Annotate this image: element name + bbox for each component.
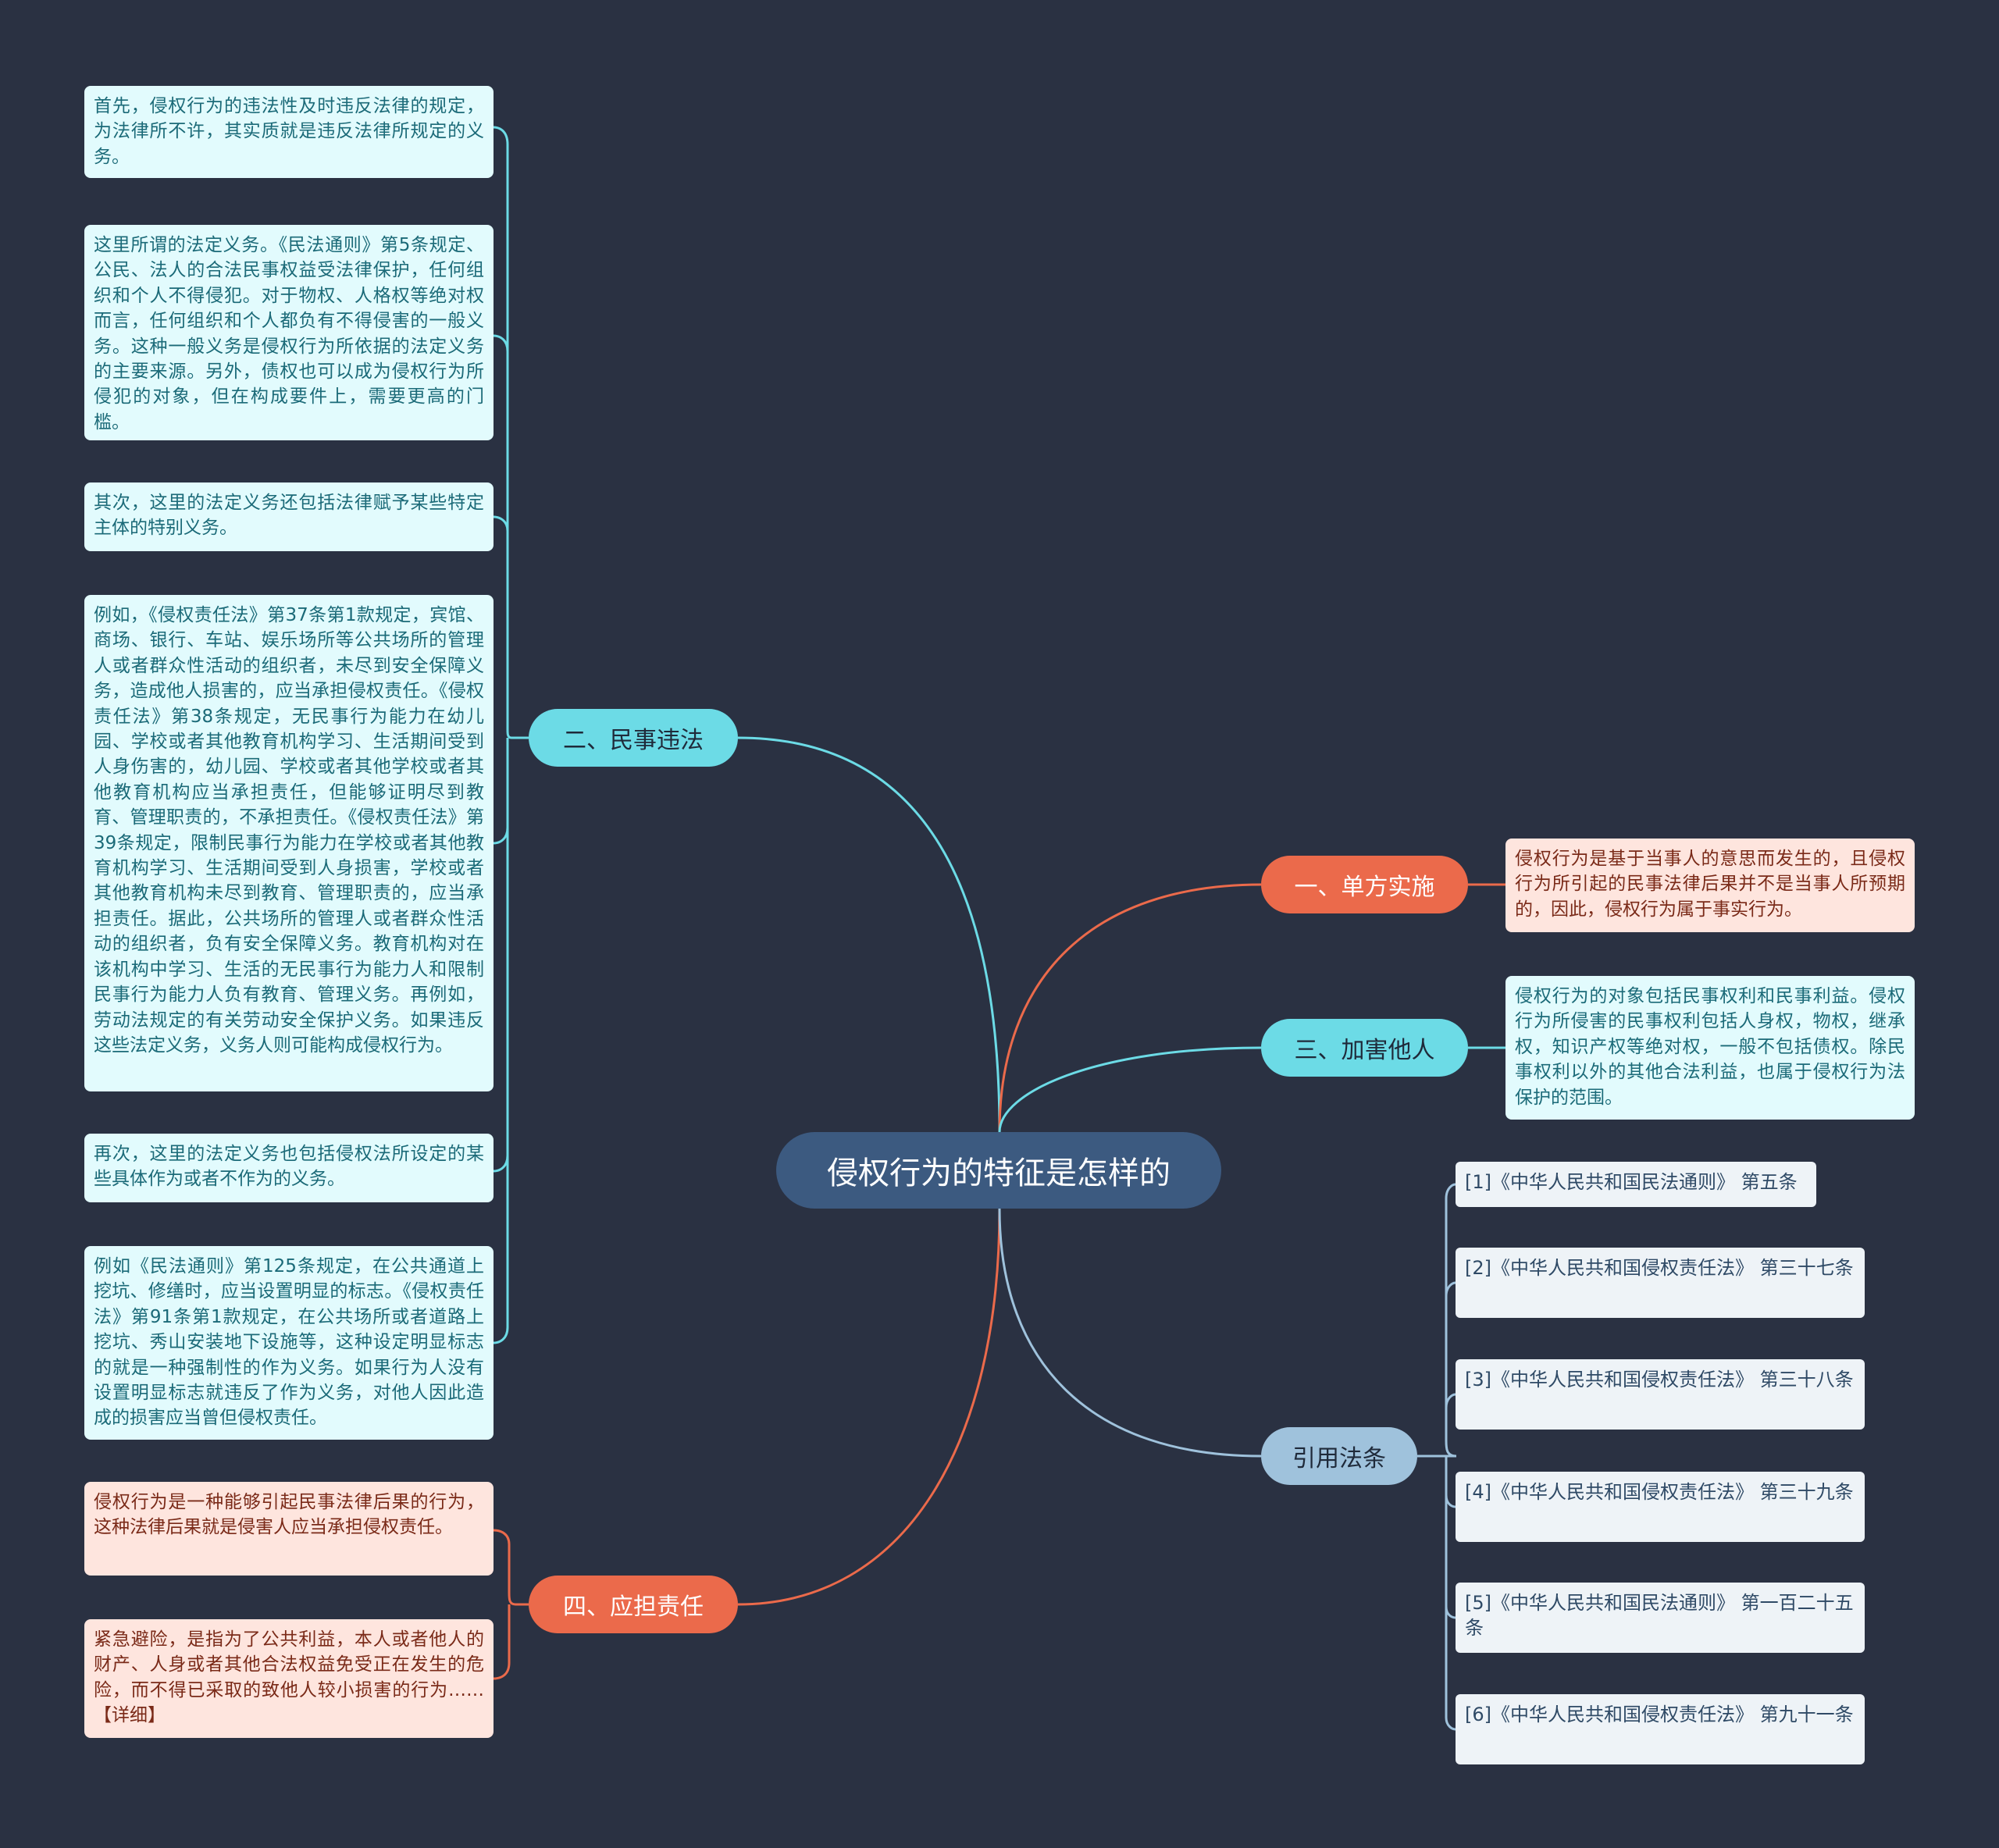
- reference-item-3[interactable]: [3]《中华人民共和国侵权责任法》 第三十八条: [1456, 1359, 1865, 1430]
- link-references: [998, 1208, 1262, 1458]
- link-leaf: [1445, 1393, 1456, 1440]
- reference-item-4[interactable]: [4]《中华人民共和国侵权责任法》 第三十九条: [1456, 1472, 1865, 1542]
- reference-item-5[interactable]: [5]《中华人民共和国民法通则》 第一百二十五条: [1456, 1583, 1865, 1653]
- leaf-harm-1[interactable]: 侵权行为的对象包括民事权利和民事利益。侵权行为所侵害的民事权利包括人身权，物权，…: [1505, 976, 1915, 1120]
- leaf-civil-3[interactable]: 其次，这里的法定义务还包括法律赋予某些特定主体的特别义务。: [84, 482, 494, 551]
- link-unilateral: [998, 883, 1262, 1133]
- branch-label: 二、民事违法: [563, 727, 704, 754]
- leaf-civil-5[interactable]: 再次，这里的法定义务也包括侵权法所设定的某些具体作为或者不作为的义务。: [84, 1134, 494, 1202]
- branch-label: 三、加害他人: [1294, 1037, 1435, 1064]
- branch-label: 四、应担责任: [563, 1593, 704, 1621]
- branch-civil-violation[interactable]: 二、民事违法: [529, 709, 738, 767]
- reference-item-6[interactable]: [6]《中华人民共和国侵权责任法》 第九十一条: [1456, 1694, 1865, 1764]
- leaf-liability-2[interactable]: 紧急避险，是指为了公共利益，本人或者他人的财产、人身或者其他合法权益免受正在发生…: [84, 1619, 494, 1738]
- link-leaf: [493, 515, 509, 730]
- leaf-civil-1[interactable]: 首先，侵权行为的违法性及时违反法律的规定，为法律所不许，其实质就是违反法律所规定…: [84, 86, 494, 178]
- central-topic-label: 侵权行为的特征是怎样的: [827, 1155, 1171, 1191]
- link-leaf: [493, 334, 509, 730]
- leaf-unilateral-1[interactable]: 侵权行为是基于当事人的意思而发生的，且侵权行为所引起的民事法律后果并不是当事人所…: [1505, 839, 1915, 932]
- branch-harm-others[interactable]: 三、加害他人: [1261, 1019, 1468, 1077]
- branch-label: 一、单方实施: [1294, 874, 1435, 901]
- leaf-civil-2[interactable]: 这里所谓的法定义务。《民法通则》第5条规定、公民、法人的合法民事权益受法律保护，…: [84, 225, 494, 440]
- leaf-civil-6[interactable]: 例如《民法通则》第125条规定，在公共通道上挖坑、修缮时，应当设置明显的标志。《…: [84, 1246, 494, 1440]
- link-leaf: [493, 1604, 511, 1680]
- link-liability: [737, 1208, 1001, 1606]
- leaf-liability-1[interactable]: 侵权行为是一种能够引起民事法律后果的行为，这种法律后果就是侵害人应当承担侵权责任…: [84, 1482, 494, 1576]
- reference-item-1[interactable]: [1]《中华人民共和国民法通则》 第五条: [1456, 1162, 1816, 1207]
- branch-unilateral[interactable]: 一、单方实施: [1261, 856, 1468, 913]
- reference-item-2[interactable]: [2]《中华人民共和国侵权责任法》 第三十七条: [1456, 1248, 1865, 1318]
- link-leaf: [493, 738, 509, 845]
- link-leaf: [493, 126, 529, 739]
- leaf-civil-4[interactable]: 例如，《侵权责任法》第37条第1款规定，宾馆、商场、银行、车站、娱乐场所等公共场…: [84, 595, 494, 1091]
- link-leaf: [493, 738, 509, 1173]
- link-leaf: [493, 738, 509, 1344]
- central-topic[interactable]: 侵权行为的特征是怎样的: [776, 1132, 1221, 1209]
- link-civil-violation: [737, 736, 1001, 1133]
- link-leaf: [1445, 1281, 1456, 1440]
- branch-label: 引用法条: [1292, 1445, 1386, 1472]
- link-leaf: [1445, 1456, 1456, 1508]
- link-harm-others: [998, 1046, 1262, 1133]
- link-leaf: [1445, 1456, 1456, 1619]
- link-leaf: [1445, 1456, 1456, 1731]
- branch-liability[interactable]: 四、应担责任: [529, 1576, 738, 1633]
- link-leaf: [493, 1529, 529, 1606]
- link-leaf: [1417, 1183, 1457, 1458]
- branch-references[interactable]: 引用法条: [1261, 1427, 1417, 1485]
